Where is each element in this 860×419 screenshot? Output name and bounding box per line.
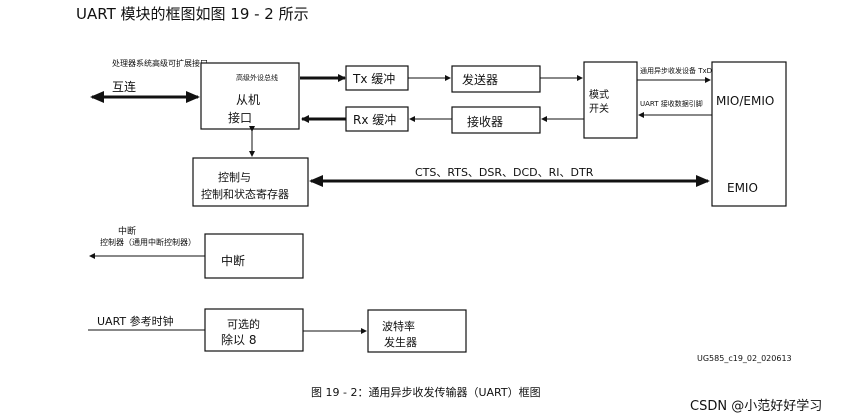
interrupt-caption: 控制器（通用中断控制器）	[100, 237, 196, 247]
transmitter-block	[451, 65, 541, 93]
interrupt-block	[204, 233, 304, 279]
tx-fifo-block	[345, 65, 409, 91]
baud-line2: 发生器	[384, 335, 417, 349]
modem-signals-label: CTS、RTS、DSR、DCD、RI、DTR	[415, 166, 594, 179]
figure-caption: 图 19 - 2：通用异步收发传输器（UART）框图	[311, 385, 541, 399]
receiver-label: 接收器	[467, 114, 503, 129]
divider-line1: 可选的	[227, 317, 260, 331]
baud-line1: 波特率	[382, 319, 415, 333]
tx-fifo-label: Tx 缓冲	[352, 71, 395, 86]
interconnect-caption: 处理器系统高级可扩展接口	[112, 58, 208, 68]
control-status-registers-block	[192, 157, 309, 207]
divider-line2: 除以 8	[221, 332, 256, 347]
ctrl-label-line1: 控制与	[218, 170, 251, 184]
baud-rate-generator-block	[367, 309, 467, 353]
watermark: CSDN @小范好好学习	[690, 398, 822, 414]
rx-fifo-block	[345, 106, 409, 132]
apb-caption: 高级外设总线	[236, 73, 278, 82]
interconnect-label: 互连	[112, 79, 136, 94]
refclk-label: UART 参考时钟	[97, 314, 174, 328]
divide-by-8-block	[204, 308, 304, 352]
mio-emio-block	[711, 61, 787, 207]
rxd-label: UART 接收数据引脚	[640, 99, 703, 108]
interrupt-label: 中断	[221, 253, 245, 268]
ctrl-label-line2: 控制和状态寄存器	[201, 187, 289, 201]
transmitter-label: 发送器	[462, 72, 498, 87]
mode-switch-block	[583, 61, 638, 139]
mode-switch-line2: 开关	[589, 102, 609, 115]
mio-emio-label: MIO/EMIO	[716, 94, 774, 108]
apb-label-line1: 从机	[236, 93, 260, 107]
apb-label-line2: 接口	[228, 110, 252, 125]
mode-switch-line1: 模式	[589, 88, 609, 101]
receiver-block	[451, 106, 541, 134]
interrupt-caption-top: 中断	[118, 225, 136, 237]
emio-label: EMIO	[727, 181, 758, 195]
rx-fifo-label: Rx 缓冲	[353, 112, 396, 127]
txd-label: 通用异步收发设备 TxD	[640, 66, 712, 75]
page-heading: UART 模块的框图如图 19 - 2 所示	[76, 5, 309, 23]
figure-id: UG585_c19_02_020613	[697, 354, 792, 363]
